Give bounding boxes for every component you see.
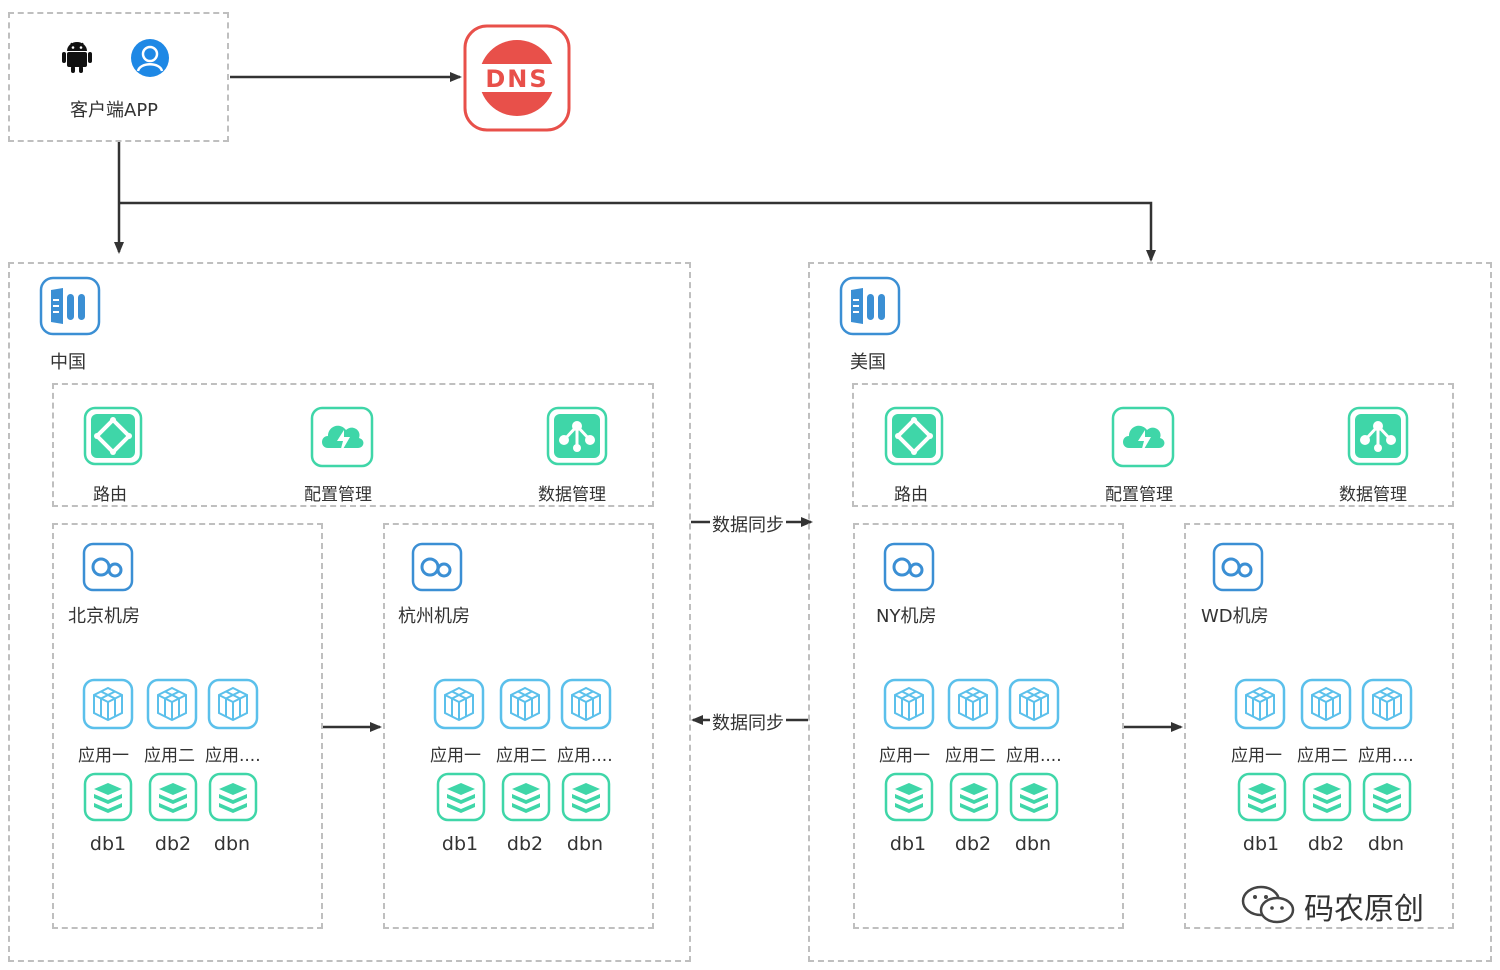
- datacenter-icon: [1212, 542, 1264, 596]
- app-cube-icon: [1361, 678, 1413, 734]
- app-cube-icon: [560, 678, 612, 734]
- router-icon: [83, 406, 143, 470]
- sync-label-forward: 数据同步: [710, 511, 786, 537]
- datacenter-icon: [82, 542, 134, 596]
- service-label-config: 配置管理: [1105, 485, 1173, 505]
- room-box-wd: [1184, 523, 1454, 929]
- app-label: 应用....: [1358, 746, 1414, 766]
- client-app-label: 客户端APP: [70, 100, 159, 121]
- app-cube-icon: [1008, 678, 1060, 734]
- wechat-icon: [1240, 884, 1298, 930]
- app-cube-icon: [499, 678, 551, 734]
- services-panel: [852, 383, 1454, 507]
- app-cube-icon: [883, 678, 935, 734]
- app-label: 应用二: [945, 746, 996, 766]
- watermark-text: 码农原创: [1304, 892, 1424, 927]
- dns-icon[interactable]: DNS: [463, 24, 571, 136]
- db-label: dbn: [1367, 833, 1405, 855]
- sync-label-backward: 数据同步: [710, 709, 786, 735]
- database-stack-icon: [949, 772, 999, 826]
- database-stack-icon: [884, 772, 934, 826]
- db-label: dbn: [213, 833, 251, 855]
- db-label: db1: [441, 833, 479, 855]
- region-label: 中国: [50, 352, 86, 373]
- config-cloud-icon: [310, 406, 374, 472]
- services-panel: [52, 383, 654, 507]
- service-label-router: 路由: [894, 485, 928, 505]
- app-label: 应用一: [78, 746, 129, 766]
- app-cube-icon: [433, 678, 485, 734]
- app-cube-icon: [146, 678, 198, 734]
- client-to-us-arrow: [119, 201, 1156, 262]
- app-cube-icon: [1300, 678, 1352, 734]
- app-cube-icon: [1234, 678, 1286, 734]
- service-label-data: 数据管理: [538, 485, 606, 505]
- db-label: db1: [1242, 833, 1280, 855]
- database-stack-icon: [1009, 772, 1059, 826]
- user-icon: [130, 38, 170, 82]
- service-label-data: 数据管理: [1339, 485, 1407, 505]
- region-label: 美国: [850, 352, 886, 373]
- db-label: db2: [954, 833, 992, 855]
- room-box-beijing: [52, 523, 323, 929]
- datacenter-icon: [411, 542, 463, 596]
- room-label: WD机房: [1201, 606, 1269, 627]
- app-label: 应用一: [879, 746, 930, 766]
- region-box-china: [8, 262, 691, 962]
- room-label: 杭州机房: [398, 606, 470, 627]
- datacenter-icon: [883, 542, 935, 596]
- database-stack-icon: [1362, 772, 1412, 826]
- config-cloud-icon: [1111, 406, 1175, 472]
- db-label: db1: [89, 833, 127, 855]
- app-label: 应用一: [430, 746, 481, 766]
- data-management-icon: [546, 406, 608, 470]
- db-label: db2: [154, 833, 192, 855]
- database-stack-icon: [208, 772, 258, 826]
- app-label: 应用....: [557, 746, 613, 766]
- app-cube-icon: [82, 678, 134, 734]
- database-stack-icon: [501, 772, 551, 826]
- database-stack-icon: [148, 772, 198, 826]
- db-label: dbn: [566, 833, 604, 855]
- db-label: db1: [889, 833, 927, 855]
- database-stack-icon: [561, 772, 611, 826]
- app-cube-icon: [947, 678, 999, 734]
- app-label: 应用二: [496, 746, 547, 766]
- db-label: db2: [1307, 833, 1345, 855]
- database-stack-icon: [1302, 772, 1352, 826]
- app-label: 应用....: [1006, 746, 1062, 766]
- router-icon: [884, 406, 944, 470]
- service-label-config: 配置管理: [304, 485, 372, 505]
- app-label: 应用一: [1231, 746, 1282, 766]
- app-cube-icon: [207, 678, 259, 734]
- room-box-hangzhou: [383, 523, 654, 929]
- app-label: 应用二: [144, 746, 195, 766]
- db-label: dbn: [1014, 833, 1052, 855]
- region-icon: [39, 276, 101, 340]
- database-stack-icon: [83, 772, 133, 826]
- region-icon: [839, 276, 901, 340]
- data-management-icon: [1347, 406, 1409, 470]
- database-stack-icon: [436, 772, 486, 826]
- room-label: NY机房: [876, 606, 937, 627]
- db-label: db2: [506, 833, 544, 855]
- android-icon: [60, 40, 94, 78]
- room-label: 北京机房: [68, 606, 140, 627]
- database-stack-icon: [1237, 772, 1287, 826]
- room-box-ny: [853, 523, 1124, 929]
- service-label-router: 路由: [93, 485, 127, 505]
- app-label: 应用....: [205, 746, 261, 766]
- client-app-box: [8, 12, 229, 142]
- app-label: 应用二: [1297, 746, 1348, 766]
- dns-text: DNS: [485, 65, 548, 93]
- region-box-usa: [808, 262, 1492, 962]
